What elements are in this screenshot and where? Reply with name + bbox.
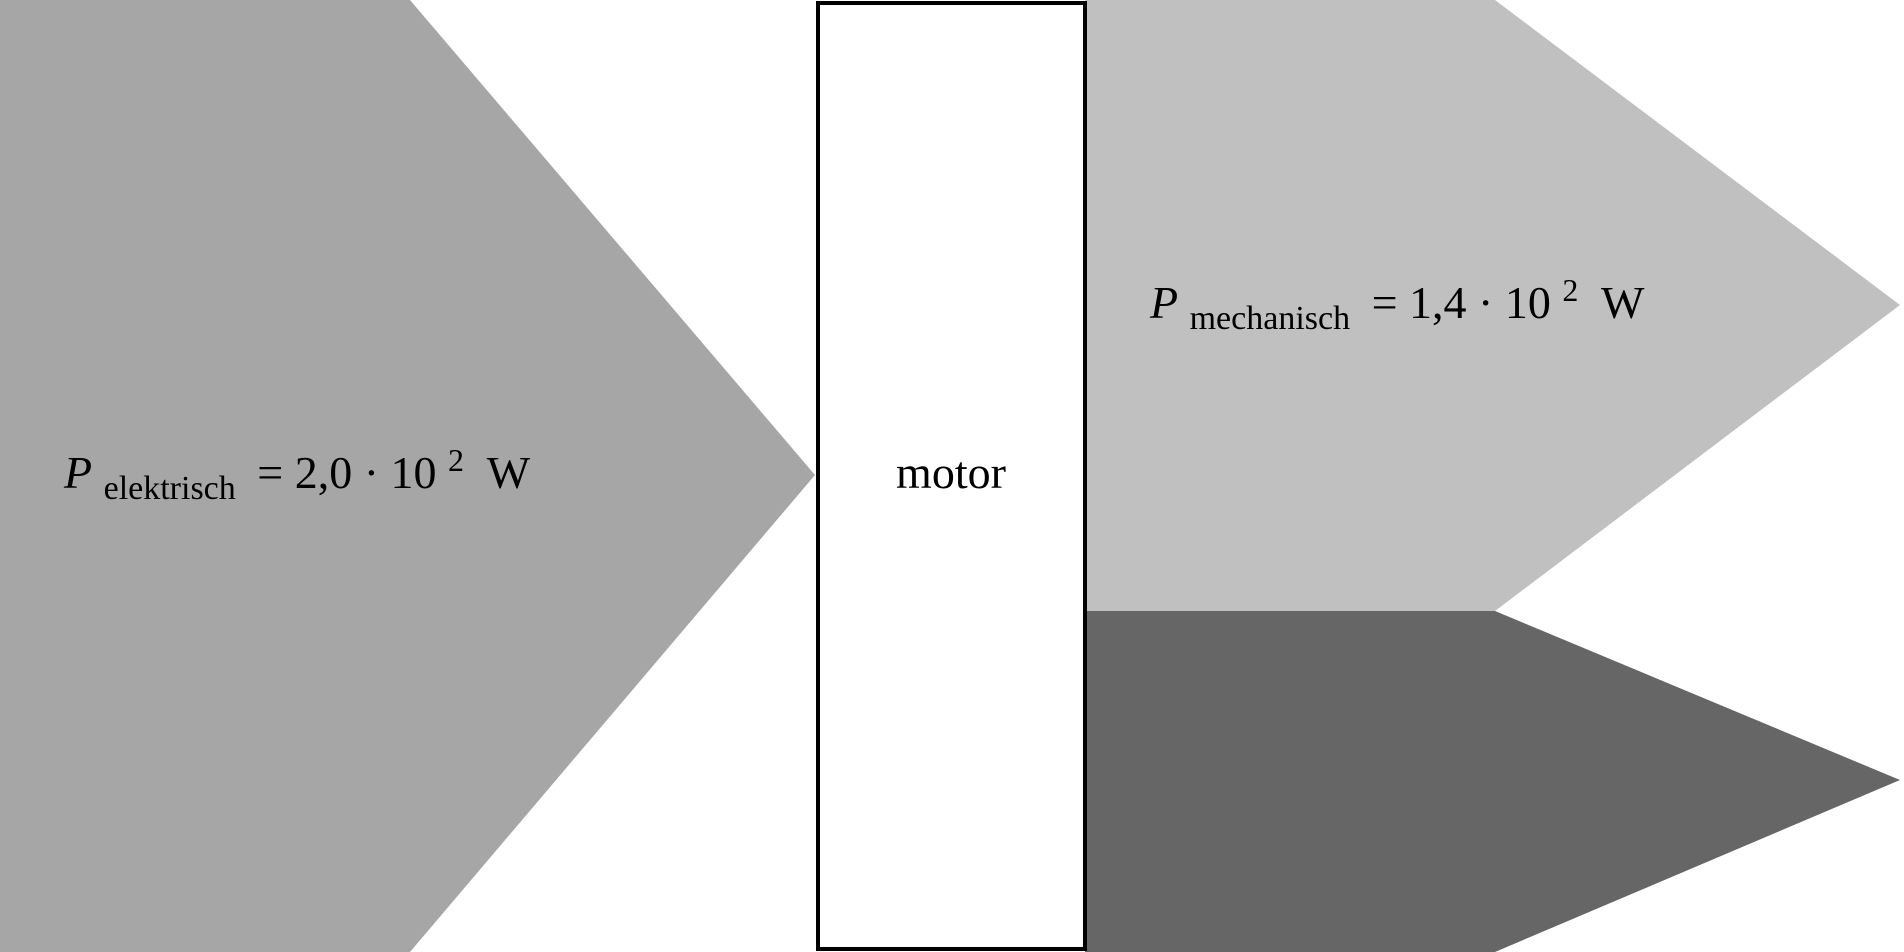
mechanical-power-arrow <box>1085 0 1900 611</box>
electrical-power-label: P elektrisch = 2,0 · 10 2 W <box>63 430 531 509</box>
mechanical-power-unit: W <box>1601 277 1645 328</box>
mechanical-power-value: = 1,4 · 10 <box>1372 277 1551 328</box>
electrical-power-subscript: elektrisch <box>104 470 236 507</box>
motor-label: motor <box>896 447 1006 498</box>
electrical-power-exponent: 2 <box>448 442 464 478</box>
electrical-power-arrow <box>0 0 815 952</box>
motor-box <box>816 1 1087 951</box>
mechanical-power-symbol: P <box>1149 277 1178 328</box>
mechanical-power-label: P mechanisch = 1,4 · 10 2 W <box>1149 260 1645 339</box>
electrical-power-value: = 2,0 · 10 <box>257 447 436 498</box>
electrical-power-unit: W <box>487 447 531 498</box>
mechanical-power-exponent: 2 <box>1562 272 1578 308</box>
electrical-power-symbol: P <box>63 447 92 498</box>
heat-loss-arrow <box>1085 611 1900 952</box>
mechanical-power-subscript: mechanisch <box>1190 300 1351 337</box>
